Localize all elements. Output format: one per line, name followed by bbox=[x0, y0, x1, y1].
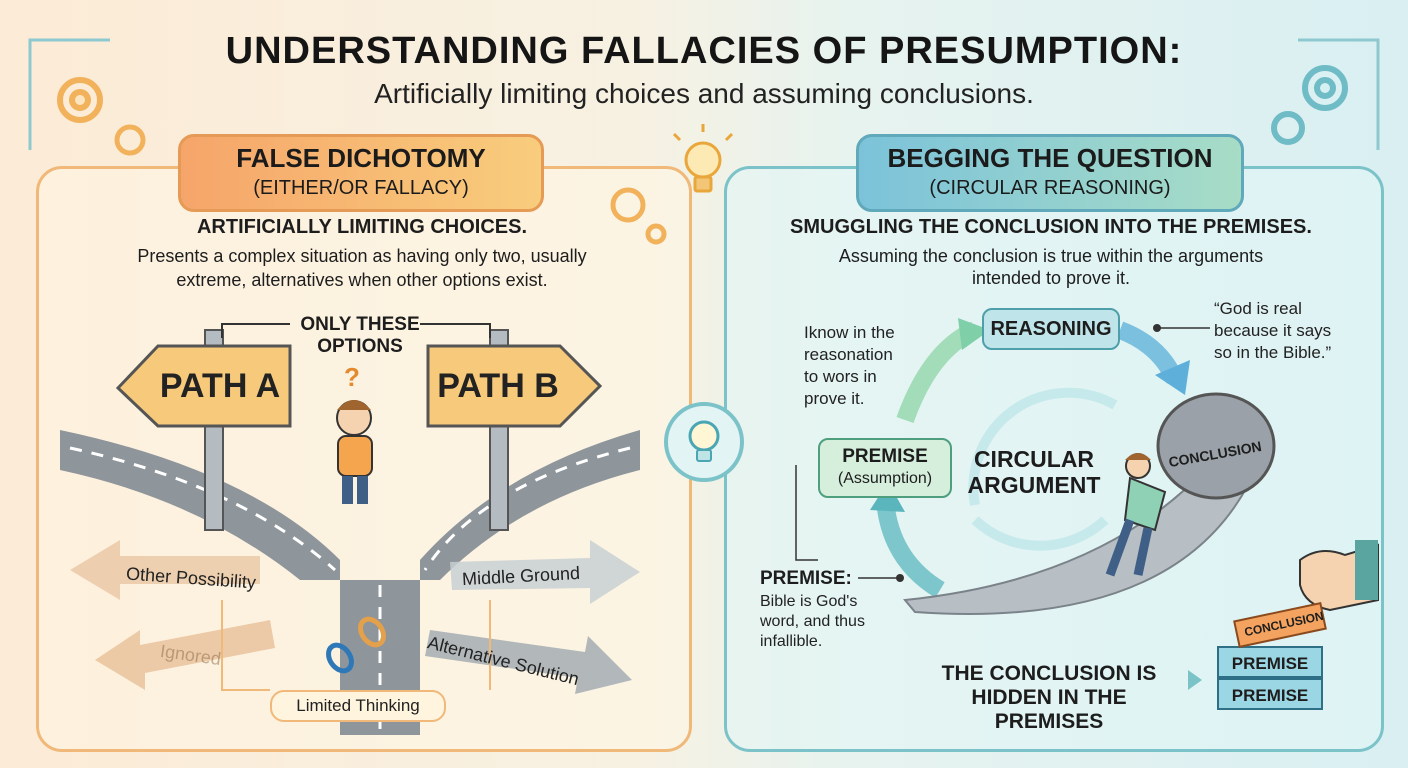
quote-line: because it says bbox=[1214, 321, 1332, 340]
lightbulb-medallion-icon bbox=[664, 402, 744, 482]
begging-question-subtitle: (CIRCULAR REASONING) bbox=[929, 177, 1171, 199]
question-mark-icon: ? bbox=[344, 362, 360, 392]
left-section-heading: ARTIFICIALLY LIMITING CHOICES. bbox=[196, 216, 527, 238]
lightbulb-icon bbox=[672, 124, 734, 193]
path-a-sign bbox=[115, 344, 292, 428]
garbled-note-line: Iknow in the bbox=[804, 323, 895, 342]
middle-ground-arrow bbox=[450, 540, 640, 604]
premise-text-line: infallible. bbox=[760, 633, 823, 650]
limited-thinking-badge: Limited Thinking bbox=[270, 690, 446, 722]
cycle-arrow-lower-left bbox=[876, 499, 945, 598]
garbled-note-line: reasonation bbox=[804, 345, 893, 364]
sleeve bbox=[1355, 540, 1378, 600]
brick-premise-label-1: PREMISE bbox=[1231, 654, 1309, 673]
brick-stack bbox=[1217, 601, 1327, 710]
ignored-arrow bbox=[95, 620, 275, 690]
hidden-conclusion-label: THE CONCLUSION IS bbox=[941, 662, 1157, 685]
begging-question-header: BEGGING THE QUESTION (CIRCULAR REASONING… bbox=[856, 134, 1244, 212]
quote-line: “God is real bbox=[1214, 299, 1302, 318]
false-dichotomy-header: FALSE DICHOTOMY (EITHER/OR FALLACY) bbox=[178, 134, 544, 212]
only-options-label-2: OPTIONS bbox=[317, 336, 403, 357]
hidden-conclusion-label-2: HIDDEN IN THE PREMISES bbox=[971, 686, 1127, 733]
confused-person bbox=[336, 400, 373, 504]
path-b-sign bbox=[426, 344, 603, 428]
gear-icon bbox=[57, 77, 103, 123]
garbled-note: Iknow in the reasonation to wors in prov… bbox=[804, 322, 895, 410]
path-b-label: PATH B bbox=[437, 367, 559, 405]
page-title: UNDERSTANDING FALLACIES OF PRESUMPTION: bbox=[225, 30, 1183, 72]
conclusion-boulder bbox=[1156, 392, 1276, 500]
pushing-person bbox=[1105, 453, 1167, 577]
gear-icon bbox=[114, 124, 146, 156]
premise-label: PREMISE: bbox=[760, 568, 852, 589]
left-description-1: Presents a complex situation as having o… bbox=[137, 246, 587, 266]
garbled-note-line: to wors in bbox=[804, 367, 877, 386]
left-description-2: extreme, alternatives when other options… bbox=[176, 270, 548, 290]
right-description-1: Assuming the conclusion is true within t… bbox=[838, 246, 1264, 266]
frame-corner-tr bbox=[1298, 38, 1380, 150]
premise-box-title: PREMISE bbox=[842, 446, 928, 467]
garbled-note-line: prove it. bbox=[804, 389, 865, 408]
quote-line: so in the Bible.” bbox=[1214, 343, 1332, 362]
path-a-label: PATH A bbox=[159, 367, 281, 405]
false-dichotomy-title: FALSE DICHOTOMY bbox=[236, 143, 486, 173]
premise-text-line: Bible is God's bbox=[760, 593, 858, 610]
premise-assumption-box: PREMISE (Assumption) bbox=[818, 438, 952, 498]
other-possibility-arrow bbox=[70, 540, 260, 600]
premise-text-line: word, and thus bbox=[760, 613, 865, 630]
premise-text: Bible is God's word, and thus infallible… bbox=[760, 592, 865, 652]
alternative-solution-arrow bbox=[425, 630, 632, 694]
right-description-2: intended to prove it. bbox=[971, 268, 1131, 288]
right-section-heading: SMUGGLING THE CONCLUSION INTO THE PREMIS… bbox=[790, 216, 1312, 238]
brick-premise-label-2: PREMISE bbox=[1231, 686, 1309, 705]
only-options-label: ONLY THESE bbox=[300, 314, 420, 335]
page-subtitle: Artificially limiting choices and assumi… bbox=[374, 78, 1034, 109]
begging-question-title: BEGGING THE QUESTION bbox=[887, 143, 1213, 173]
broken-chain-icon bbox=[326, 616, 386, 674]
false-dichotomy-subtitle: (EITHER/OR FALLACY) bbox=[253, 177, 469, 199]
premise-box-sub: (Assumption) bbox=[837, 470, 933, 487]
frame-corner-tl bbox=[28, 38, 110, 150]
gear-icon bbox=[1271, 65, 1348, 145]
bible-quote: “God is real because it says so in the B… bbox=[1214, 298, 1331, 364]
circular-argument-label: CIRCULAR bbox=[973, 446, 1095, 472]
reasoning-box: REASONING bbox=[982, 308, 1120, 350]
circular-argument-label-2: ARGUMENT bbox=[967, 472, 1101, 498]
gear-icon bbox=[610, 187, 667, 245]
